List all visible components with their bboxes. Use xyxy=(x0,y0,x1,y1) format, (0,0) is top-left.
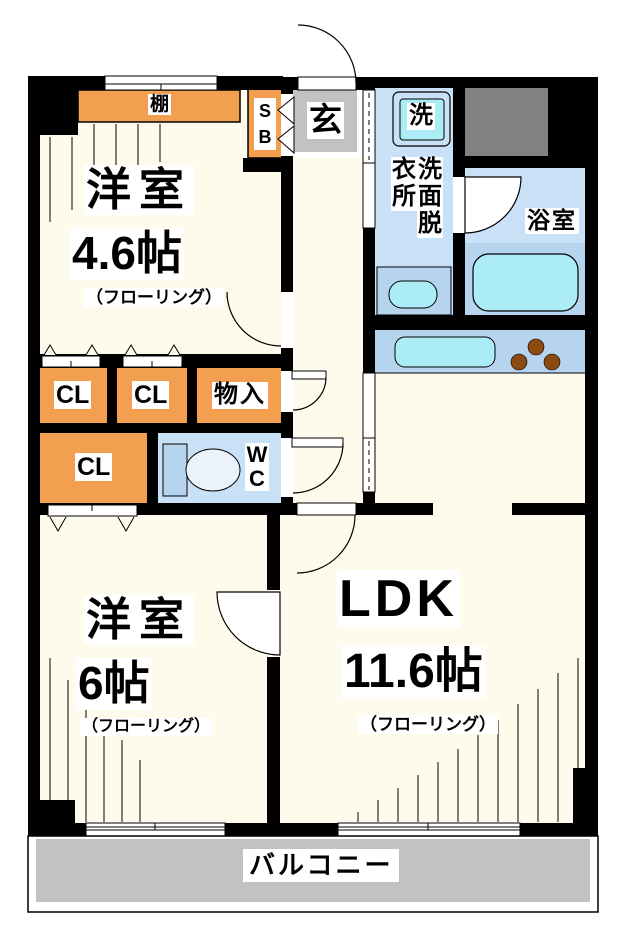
bathroom-label: 浴室 xyxy=(525,207,579,234)
storage-room-label: 物入 xyxy=(212,381,268,409)
washing-machine-label: 洗 xyxy=(407,102,435,130)
closet-3-label: CL xyxy=(75,453,113,481)
entrance-closet-folding-door xyxy=(277,95,295,155)
bathroom-door xyxy=(464,176,522,234)
western-room-2-name: 洋室 xyxy=(84,594,195,646)
window-top xyxy=(104,75,218,91)
washroom-sink xyxy=(376,266,452,316)
stove-burners xyxy=(510,338,561,371)
ldk-size: 11.6帖 xyxy=(342,645,485,699)
western-room-1-name: 洋室 xyxy=(84,164,195,216)
western-room-2-size: 6帖 xyxy=(76,657,152,710)
entrance-label: 玄 xyxy=(307,101,344,139)
pipe-shaft xyxy=(465,88,548,156)
ldk-name: LDK xyxy=(337,570,460,629)
storage-room-door xyxy=(291,370,327,411)
kitchen-sliding-door xyxy=(362,372,376,493)
western-room-2-door xyxy=(216,591,281,656)
western-room-1-size: 4.6帖 xyxy=(70,227,184,280)
doors xyxy=(216,24,522,656)
washroom-label-right-column: 洗面脱 xyxy=(417,156,443,238)
ldk-floor-note: （フローリング） xyxy=(358,715,498,735)
western-room-1-floor-note: （フローリング） xyxy=(84,288,224,308)
toilet xyxy=(162,443,241,497)
shelf-label: 棚 xyxy=(148,94,172,116)
closet-1-label: CL xyxy=(54,381,92,409)
western-room-2-floor-note: （フローリング） xyxy=(80,718,213,736)
ldk-door xyxy=(296,502,357,574)
sliding-doors xyxy=(362,89,376,493)
flooring-hatch xyxy=(49,124,579,822)
entrance-door xyxy=(297,24,357,91)
bathtub xyxy=(472,253,579,312)
washroom-sliding-door xyxy=(362,89,376,229)
wc-door xyxy=(291,437,344,494)
western-room-1-door xyxy=(226,291,282,347)
window-bottom-left xyxy=(85,822,226,837)
closet-2-label: CL xyxy=(132,381,170,409)
balcony-label: バルコニー xyxy=(243,849,400,883)
closet-folding-doors xyxy=(41,344,183,533)
washroom-label-left-column: 衣所 xyxy=(391,156,417,211)
kitchen-sink xyxy=(375,336,585,374)
window-bottom-right xyxy=(337,822,521,837)
